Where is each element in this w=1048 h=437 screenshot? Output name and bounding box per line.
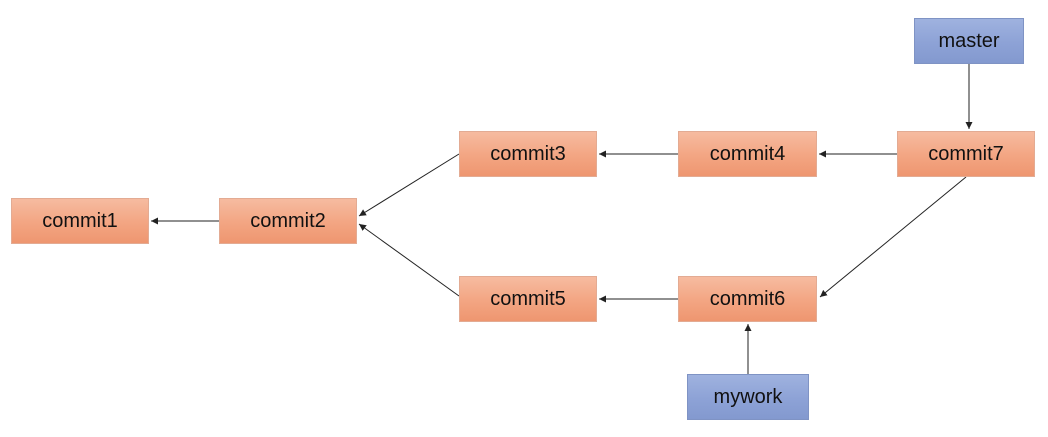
- edge-commit5-commit2: [358, 223, 460, 297]
- commit6-node: commit6: [678, 276, 817, 322]
- edge-commit7-commit6: [819, 176, 967, 298]
- commit7-node: commit7: [897, 131, 1035, 177]
- commit1-node: commit1: [11, 198, 149, 244]
- commit2-node: commit2: [219, 198, 357, 244]
- commit4-node: commit4: [678, 131, 817, 177]
- edge-commit3-commit2: [358, 153, 460, 217]
- commit3-node: commit3: [459, 131, 597, 177]
- master-branch-label: master: [914, 18, 1024, 64]
- mywork-branch-label: mywork: [687, 374, 809, 420]
- commit5-node: commit5: [459, 276, 597, 322]
